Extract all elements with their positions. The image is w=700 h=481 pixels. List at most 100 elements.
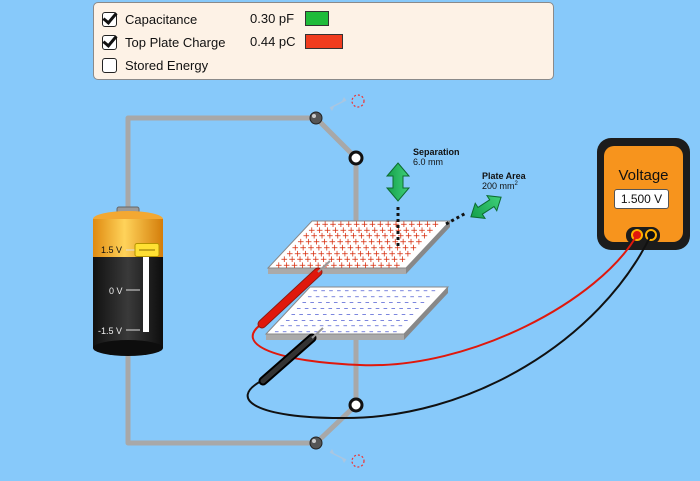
minus-sign: – (322, 327, 327, 337)
area-leader (445, 211, 467, 226)
plus-sign: + (304, 255, 312, 265)
top-plate-charge-checkbox[interactable] (102, 34, 117, 50)
plus-sign: + (375, 255, 383, 265)
stored-energy-checkbox[interactable] (102, 57, 117, 73)
minus-sign: – (409, 309, 414, 319)
minus-sign: – (315, 292, 320, 302)
minus-sign: – (337, 286, 342, 296)
battery-top-label: 1.5 V (101, 245, 123, 255)
plus-sign: + (366, 232, 374, 242)
minus-sign: – (299, 309, 304, 319)
plus-sign: + (377, 220, 385, 230)
plus-sign: + (329, 238, 337, 248)
minus-sign: – (408, 286, 413, 296)
minus-sign: – (352, 304, 357, 314)
minus-sign: – (375, 304, 380, 314)
minus-sign: – (335, 321, 340, 331)
plus-sign: + (307, 261, 315, 271)
red-probe[interactable] (257, 260, 331, 329)
minus-sign: – (375, 321, 380, 331)
plus-sign: + (379, 226, 387, 236)
minus-sign: – (304, 304, 309, 314)
plus-sign: + (346, 261, 354, 271)
plus-sign: + (302, 249, 310, 259)
minus-sign: – (378, 292, 383, 302)
minus-sign: – (386, 292, 391, 302)
plus-sign: + (292, 243, 300, 253)
minus-sign: – (420, 298, 425, 308)
minus-sign: – (345, 286, 350, 296)
minus-sign: – (392, 286, 397, 296)
minus-sign: – (393, 309, 398, 319)
capacitance-row[interactable]: Capacitance (102, 9, 197, 29)
minus-sign: – (339, 292, 344, 302)
plus-sign: + (400, 220, 408, 230)
minus-sign: – (338, 327, 343, 337)
minus-sign: – (298, 327, 303, 337)
minus-sign: – (415, 304, 420, 314)
plus-sign: + (344, 238, 352, 248)
minus-sign: – (369, 327, 374, 337)
energy-row[interactable]: Stored Energy (102, 55, 208, 75)
plus-sign: + (345, 220, 353, 230)
plus-sign: + (329, 220, 337, 230)
minus-sign: – (423, 286, 428, 296)
plus-sign: + (355, 226, 363, 236)
plus-sign: + (395, 226, 403, 236)
minus-sign: – (394, 292, 399, 302)
bottom-switch[interactable] (309, 436, 365, 468)
plus-sign: + (391, 255, 399, 265)
plus-sign: + (387, 226, 395, 236)
charge-row[interactable]: Top Plate Charge (102, 32, 225, 52)
plus-sign: + (410, 226, 418, 236)
minus-sign: – (388, 315, 393, 325)
minus-sign: – (317, 315, 322, 325)
plus-sign: + (402, 243, 410, 253)
separation-value: 6.0 mm (413, 157, 444, 167)
minus-sign: – (359, 321, 364, 331)
minus-sign: – (397, 298, 402, 308)
minus-sign: – (312, 304, 317, 314)
top-switch[interactable] (309, 94, 365, 125)
plus-sign: + (332, 226, 340, 236)
plus-sign: + (299, 243, 307, 253)
minus-sign: – (334, 298, 339, 308)
plus-sign: + (286, 249, 294, 259)
minus-sign: – (367, 304, 372, 314)
bottom-plate[interactable]: ––––––––––––––––––––––––––––––––––––––––… (264, 286, 450, 340)
battery-slider-knob[interactable] (134, 243, 160, 257)
black-probe-wire (246, 234, 652, 420)
black-probe[interactable] (258, 327, 324, 386)
top-plate-charge-value: 0.44 pC (250, 34, 296, 49)
plus-sign: + (357, 249, 365, 259)
plate-area-arrow-icon[interactable] (466, 190, 506, 225)
separation-arrow-icon[interactable] (385, 162, 411, 202)
minus-sign: – (393, 327, 398, 337)
separation-label: Separation 6.0 mm (413, 147, 460, 167)
plus-sign: + (383, 255, 391, 265)
minus-sign: – (382, 321, 387, 331)
minus-sign: – (354, 309, 359, 319)
minus-sign: – (356, 315, 361, 325)
minus-sign: – (286, 315, 291, 325)
minus-sign: – (412, 298, 417, 308)
minus-sign: – (293, 315, 298, 325)
minus-sign: – (346, 309, 351, 319)
plus-sign: + (405, 232, 413, 242)
minus-sign: – (353, 327, 358, 337)
plus-sign: + (396, 249, 404, 259)
top-plate[interactable]: ++++++++++++++++++++++++++++++++++++++++… (266, 220, 452, 274)
plus-sign: + (432, 220, 440, 230)
plus-sign: + (381, 249, 389, 259)
plus-sign: + (361, 220, 369, 230)
stored-energy-label: Stored Energy (125, 57, 209, 73)
minus-sign: – (349, 315, 354, 325)
plus-sign: + (324, 226, 332, 236)
minus-sign: – (357, 298, 362, 308)
capacitance-checkbox[interactable] (102, 11, 117, 27)
minus-sign: – (344, 304, 349, 314)
minus-sign: – (314, 327, 319, 337)
plus-sign: + (314, 220, 322, 230)
minus-sign: – (315, 309, 320, 319)
minus-sign: – (370, 309, 375, 319)
